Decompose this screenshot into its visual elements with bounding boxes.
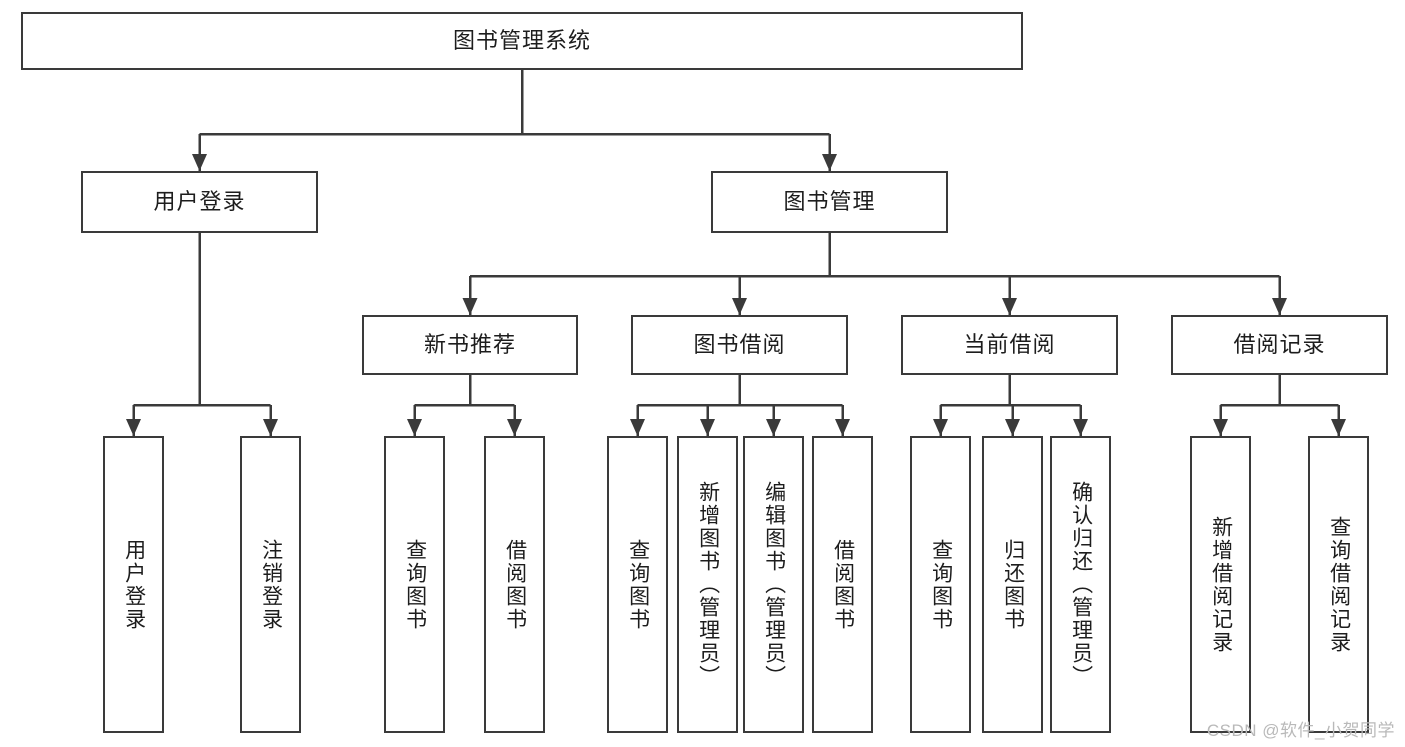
node-label: 借阅图书	[831, 538, 855, 631]
node-current-borrow[interactable]: 当前借阅	[901, 315, 1118, 375]
arrow-head-icon	[1005, 419, 1020, 436]
node-label: 当前借阅	[963, 331, 1056, 357]
arrow-head-icon	[407, 419, 422, 436]
arrow-head-icon	[766, 419, 781, 436]
node-label: 归还图书	[1001, 538, 1025, 631]
node-borrow-record[interactable]: 借阅记录	[1171, 315, 1388, 375]
arrow-head-icon	[263, 419, 278, 436]
arrow-head-icon	[933, 419, 948, 436]
arrow-head-icon	[1002, 298, 1017, 315]
node-label: 图书借阅	[693, 331, 786, 357]
node-leaf-edit-book[interactable]: 编辑图书（管理员）	[743, 436, 804, 733]
node-leaf-user-login[interactable]: 用户登录	[103, 436, 164, 733]
arrow-head-icon	[700, 419, 715, 436]
arrow-head-icon	[835, 419, 850, 436]
node-leaf-add-book[interactable]: 新增图书（管理员）	[677, 436, 738, 733]
node-label: 查询图书	[403, 538, 427, 631]
node-user-login[interactable]: 用户登录	[81, 171, 318, 233]
node-label: 确认归还（管理员）	[1069, 481, 1093, 688]
node-leaf-add-record[interactable]: 新增借阅记录	[1190, 436, 1251, 733]
node-label: 新增借阅记录	[1209, 515, 1233, 654]
arrow-head-icon	[1272, 298, 1287, 315]
node-label: 查询借阅记录	[1327, 515, 1351, 654]
node-label: 图书管理	[783, 188, 876, 214]
arrow-head-icon	[507, 419, 522, 436]
arrow-head-icon	[1213, 419, 1228, 436]
node-label: 查询图书	[929, 538, 953, 631]
node-leaf-confirm-return[interactable]: 确认归还（管理员）	[1050, 436, 1111, 733]
arrow-head-icon	[462, 298, 478, 315]
node-leaf-borrow-book-rec[interactable]: 借阅图书	[484, 436, 545, 733]
node-label: 注销登录	[259, 538, 283, 631]
node-root[interactable]: 图书管理系统	[21, 12, 1023, 70]
node-leaf-borrow-book[interactable]: 借阅图书	[812, 436, 873, 733]
arrow-head-icon	[1073, 419, 1088, 436]
node-label: 用户登录	[153, 188, 246, 214]
node-leaf-query-book-borrow[interactable]: 查询图书	[607, 436, 668, 733]
node-label: 编辑图书（管理员）	[762, 481, 786, 688]
node-label: 查询图书	[626, 538, 650, 631]
node-leaf-query-book-rec[interactable]: 查询图书	[384, 436, 445, 733]
node-label: 借阅记录	[1233, 331, 1326, 357]
node-book-borrow[interactable]: 图书借阅	[631, 315, 848, 375]
node-book-manage[interactable]: 图书管理	[711, 171, 948, 233]
node-leaf-query-record[interactable]: 查询借阅记录	[1308, 436, 1369, 733]
node-label: 图书管理系统	[452, 27, 591, 53]
arrow-head-icon	[126, 419, 141, 436]
node-label: 用户登录	[122, 538, 146, 631]
arrow-head-icon	[192, 154, 207, 171]
arrow-head-icon	[1331, 419, 1346, 436]
node-new-book-rec[interactable]: 新书推荐	[362, 315, 578, 375]
node-label: 借阅图书	[503, 538, 527, 631]
node-label: 新书推荐	[423, 331, 516, 357]
arrow-head-icon	[630, 419, 645, 436]
node-leaf-return-book[interactable]: 归还图书	[982, 436, 1043, 733]
node-label: 新增图书（管理员）	[696, 481, 720, 688]
arrow-head-icon	[732, 298, 747, 315]
node-leaf-query-book-current[interactable]: 查询图书	[910, 436, 971, 733]
node-leaf-logout[interactable]: 注销登录	[240, 436, 301, 733]
arrow-head-icon	[822, 154, 837, 171]
